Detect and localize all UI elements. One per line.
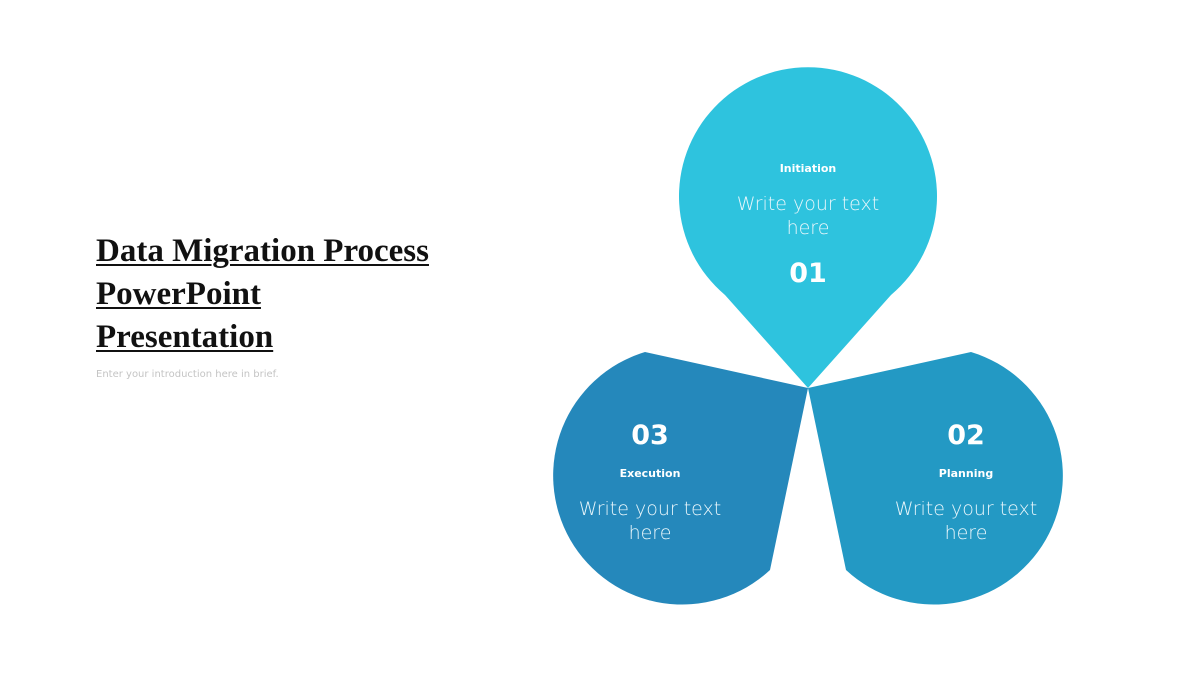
petal-initiation-shape — [679, 67, 938, 389]
petal-execution-shape — [553, 352, 808, 605]
petal-execution-text-line-2: here — [629, 522, 672, 544]
title-line-3: Presentation — [96, 319, 274, 355]
title-line-1: Data Migration Process — [96, 233, 429, 269]
intro-text: Enter your introduction here in brief. — [96, 369, 279, 380]
petal-planning-label: Planning — [939, 467, 993, 480]
petal-planning-text-line-1: Write your text — [895, 498, 1037, 520]
petal-planning-shape — [808, 352, 1063, 605]
petal-initiation-number: 01 — [789, 258, 827, 289]
title-line-2: PowerPoint — [96, 276, 261, 312]
petal-planning-text-line-2: here — [945, 522, 988, 544]
petal-initiation-text-line-2: here — [787, 217, 830, 239]
petal-execution-label: Execution — [620, 467, 681, 480]
petal-planning-number: 02 — [947, 420, 985, 451]
petal-execution-text-line-1: Write your text — [579, 498, 721, 520]
petal-initiation-label: Initiation — [780, 162, 837, 175]
petal-planning: 02 Planning Write your text here — [808, 352, 1063, 605]
petal-initiation: Initiation Write your text here 01 — [679, 67, 938, 389]
slide-title: Data Migration Process PowerPoint Presen… — [96, 230, 476, 359]
petal-execution: 03 Execution Write your text here — [553, 352, 808, 605]
petal-initiation-text-line-1: Write your text — [737, 193, 879, 215]
petal-execution-number: 03 — [631, 420, 669, 451]
